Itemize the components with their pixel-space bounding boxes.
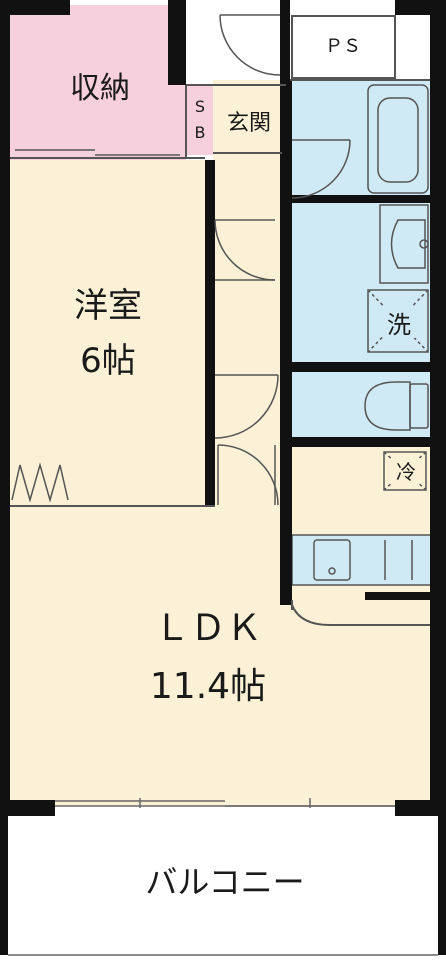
balcony-window: [8, 798, 438, 956]
toilet-icon: [364, 381, 429, 431]
ldk-name: ＬＤＫ: [154, 608, 262, 649]
entrance-floor: [213, 80, 288, 155]
fridge-label-bg: [392, 458, 420, 484]
western-room-floor: [8, 160, 213, 505]
washer-label: 洗: [387, 311, 411, 339]
storage-floor: [8, 5, 186, 160]
shoe-box-floor: [186, 85, 213, 155]
partitions: [10, 79, 430, 626]
toilet-floor: [288, 370, 433, 440]
western-room-size: 6帖: [80, 341, 136, 381]
fridge-icon: [383, 451, 427, 491]
washroom-floor: [288, 198, 433, 363]
shoe-box-label-b: B: [195, 123, 206, 142]
entrance-label: 玄関: [227, 111, 271, 136]
ldk-size: 11.4帖: [150, 666, 266, 707]
washer-label-bg: [383, 306, 415, 338]
pipe-space-label: ＰＳ: [325, 36, 361, 57]
western-room-name: 洋室: [74, 286, 142, 326]
bathroom-floor: [288, 80, 433, 198]
corridor-floor: [213, 155, 288, 505]
kitchen-counter: [291, 534, 433, 586]
storage-label: 収納: [70, 71, 130, 106]
bathtub-icon: [367, 84, 429, 194]
shoe-box-label-s: S: [195, 97, 205, 116]
fridge-label: 冷: [396, 460, 416, 484]
sink-icon: [379, 204, 429, 284]
doors: [11, 14, 351, 506]
balcony-label: バルコニー: [145, 863, 304, 901]
stove-sink-icon: [313, 539, 413, 581]
pipe-space-box: [291, 15, 396, 79]
